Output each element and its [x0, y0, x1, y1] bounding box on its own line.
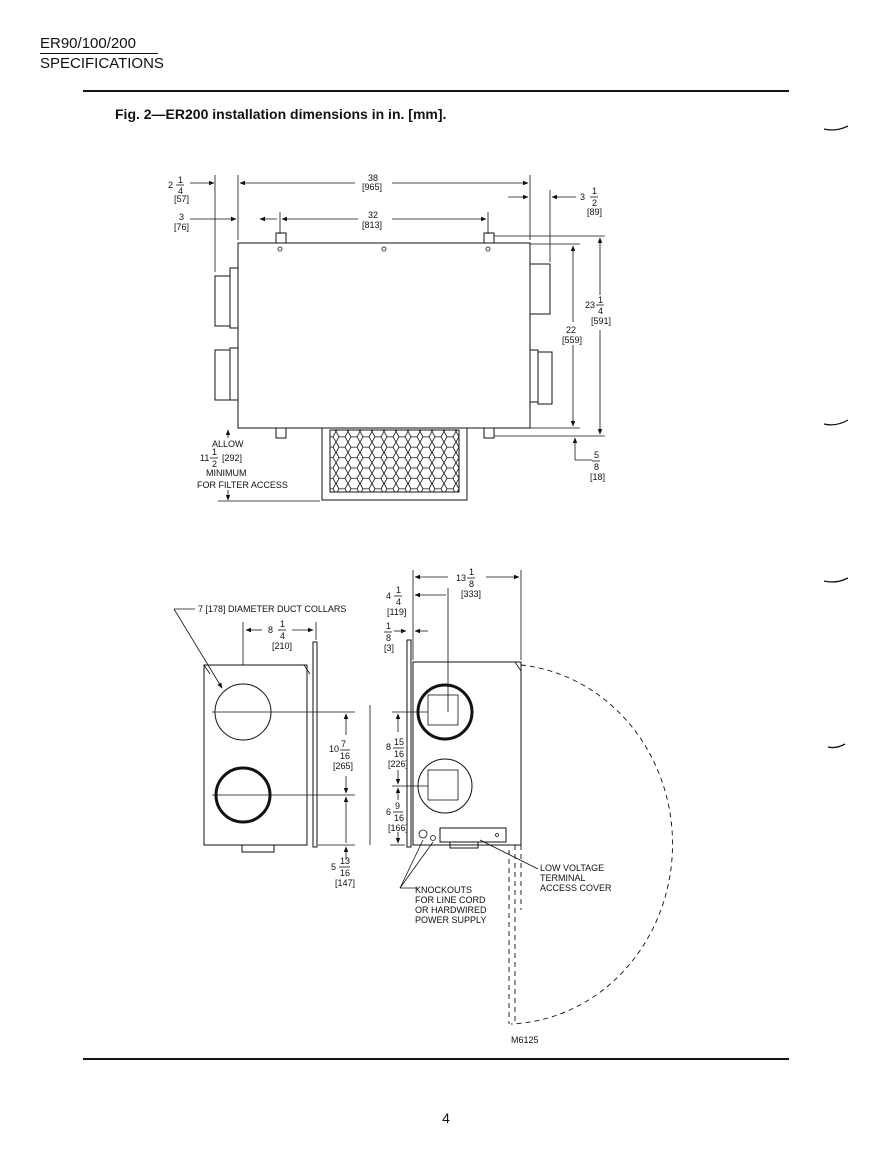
- top-rule: [83, 90, 789, 92]
- allow-whole: 11: [200, 453, 209, 463]
- dim-2-1-4-whole: 2: [168, 180, 173, 190]
- dim-5-8-den: 8: [594, 462, 599, 472]
- left-side-view: 7 [178] DIAMETER DUCT COLLARS 8 1 4 [210…: [173, 604, 355, 888]
- mounting-plate-right: [406, 639, 412, 848]
- mounting-plate-left: [312, 641, 318, 848]
- dim-8-15-16-den: 16: [394, 749, 404, 759]
- dim-6-9-16-whole: 6: [386, 807, 391, 817]
- unit-body-right-side: [412, 661, 522, 846]
- low-voltage-label-1: LOW VOLTAGE: [540, 863, 604, 873]
- allow-num: 1: [212, 447, 217, 457]
- dim-10-7-16-whole: 10: [329, 744, 339, 754]
- dim-6-9-16-mm: [166]: [388, 823, 408, 833]
- dim-8-15-16-whole: 8: [386, 742, 391, 752]
- dim-8-15-16-num: 15: [394, 737, 404, 747]
- left-collar-lower: [214, 349, 231, 401]
- dim-8-1-4-whole: 8: [268, 625, 273, 635]
- dim-23-1-4-whole: 23: [585, 300, 595, 310]
- dim-1-8-mm: [3]: [384, 643, 394, 653]
- dim-22-value: 22: [566, 325, 576, 335]
- dim-3-1-2-den: 2: [592, 198, 597, 208]
- low-voltage-label-3: ACCESS COVER: [540, 883, 612, 893]
- dim-10-7-16-num: 7: [341, 739, 346, 749]
- dim-10-7-16-den: 16: [340, 751, 350, 761]
- dim-38-value: 38: [368, 173, 378, 183]
- allow-mm: [292]: [222, 453, 242, 463]
- figure-title: Fig. 2—ER200 installation dimensions in …: [115, 106, 447, 122]
- dim-2-1-4-num: 1: [178, 175, 183, 185]
- dim-3-1-2-whole: 3: [580, 192, 585, 202]
- left-collar-upper: [214, 275, 231, 327]
- dim-32-mm: [813]: [362, 220, 382, 230]
- dim-10-7-16-mm: [265]: [333, 761, 353, 771]
- dim-2-1-4-den: 4: [178, 186, 183, 196]
- minimum-label: MINIMUM: [206, 468, 247, 478]
- dim-23-1-4-den: 4: [598, 306, 603, 316]
- allow-den: 2: [212, 459, 217, 469]
- dim-8-1-4-mm: [210]: [272, 641, 292, 651]
- dim-13-1-8-whole: 13: [456, 573, 466, 583]
- right-collar-lower: [537, 351, 553, 405]
- dim-6-9-16-den: 16: [394, 813, 404, 823]
- duct-collars-label: 7 [178] DIAMETER DUCT COLLARS: [198, 604, 346, 614]
- allow-label: ALLOW: [212, 439, 244, 449]
- dim-13-1-8-mm: [333]: [461, 589, 481, 599]
- filter-mesh: [329, 429, 460, 493]
- dim-38-mm: [965]: [362, 182, 382, 192]
- dim-4-1-4-whole: 4: [386, 591, 391, 601]
- dim-3-1-2-num: 1: [592, 186, 597, 196]
- document-section-title: SPECIFICATIONS: [40, 55, 164, 72]
- dim-8-1-4-num: 1: [280, 619, 285, 629]
- knockout-1: [418, 829, 428, 839]
- dim-32-value: 32: [368, 210, 378, 220]
- right-collar-upper: [529, 263, 551, 315]
- top-view: 2 1 4 [57] 38 [965] 3 1 2 [89] 3 [76] 32…: [168, 173, 611, 502]
- dim-5-13-16-den: 16: [340, 868, 350, 878]
- bottom-rule: [83, 1058, 789, 1060]
- knockout-2: [430, 835, 436, 841]
- dim-5-8-mm: [18]: [590, 472, 605, 482]
- low-voltage-cover: [439, 827, 507, 843]
- dim-3-mm: [76]: [174, 222, 189, 232]
- right-side-view: 13 1 8 [333] 4 1 4 [119] 1 8 [3] 8 15 16…: [369, 567, 673, 1025]
- dim-3-1-2-mm: [89]: [587, 207, 602, 217]
- door-swing-arc: [510, 664, 673, 1025]
- dim-6-9-16-num: 9: [395, 801, 400, 811]
- dim-5-8-num: 5: [594, 450, 599, 460]
- knockouts-label-4: POWER SUPPLY: [415, 915, 486, 925]
- header-divider: [40, 53, 158, 54]
- dim-2-1-4-mm: [57]: [174, 194, 189, 204]
- dim-5-13-16-mm: [147]: [335, 878, 355, 888]
- dim-8-15-16-mm: [226]: [388, 759, 408, 769]
- page-number: 4: [442, 1110, 450, 1126]
- dim-5-13-16-num: 13: [340, 856, 350, 866]
- dim-3-value: 3: [179, 212, 184, 222]
- filter-housing: [321, 427, 468, 501]
- dim-1-8-den: 8: [386, 633, 391, 643]
- dim-1-8-num: 1: [386, 621, 391, 631]
- dim-23-1-4-mm: [591]: [591, 316, 611, 326]
- knockouts-label-3: OR HARDWIRED: [415, 905, 487, 915]
- knockouts-label-2: FOR LINE CORD: [415, 895, 486, 905]
- knockouts-label-1: KNOCKOUTS: [415, 885, 472, 895]
- dim-13-1-8-num: 1: [469, 567, 474, 577]
- dim-23-1-4-num: 1: [598, 295, 603, 305]
- dim-4-1-4-num: 1: [396, 585, 401, 595]
- document-model-number: ER90/100/200: [40, 35, 136, 52]
- figure-code: M6125: [511, 1035, 539, 1045]
- dim-8-1-4-den: 4: [280, 631, 285, 641]
- dim-13-1-8-den: 8: [469, 579, 474, 589]
- dim-5-13-16-whole: 5: [331, 862, 336, 872]
- filter-access-label: FOR FILTER ACCESS: [197, 480, 288, 490]
- dim-22-mm: [559]: [562, 335, 582, 345]
- low-voltage-label-2: TERMINAL: [540, 873, 586, 883]
- dim-4-1-4-den: 4: [396, 597, 401, 607]
- unit-body-top-view: [237, 242, 531, 429]
- dim-4-1-4-mm: [119]: [387, 607, 406, 617]
